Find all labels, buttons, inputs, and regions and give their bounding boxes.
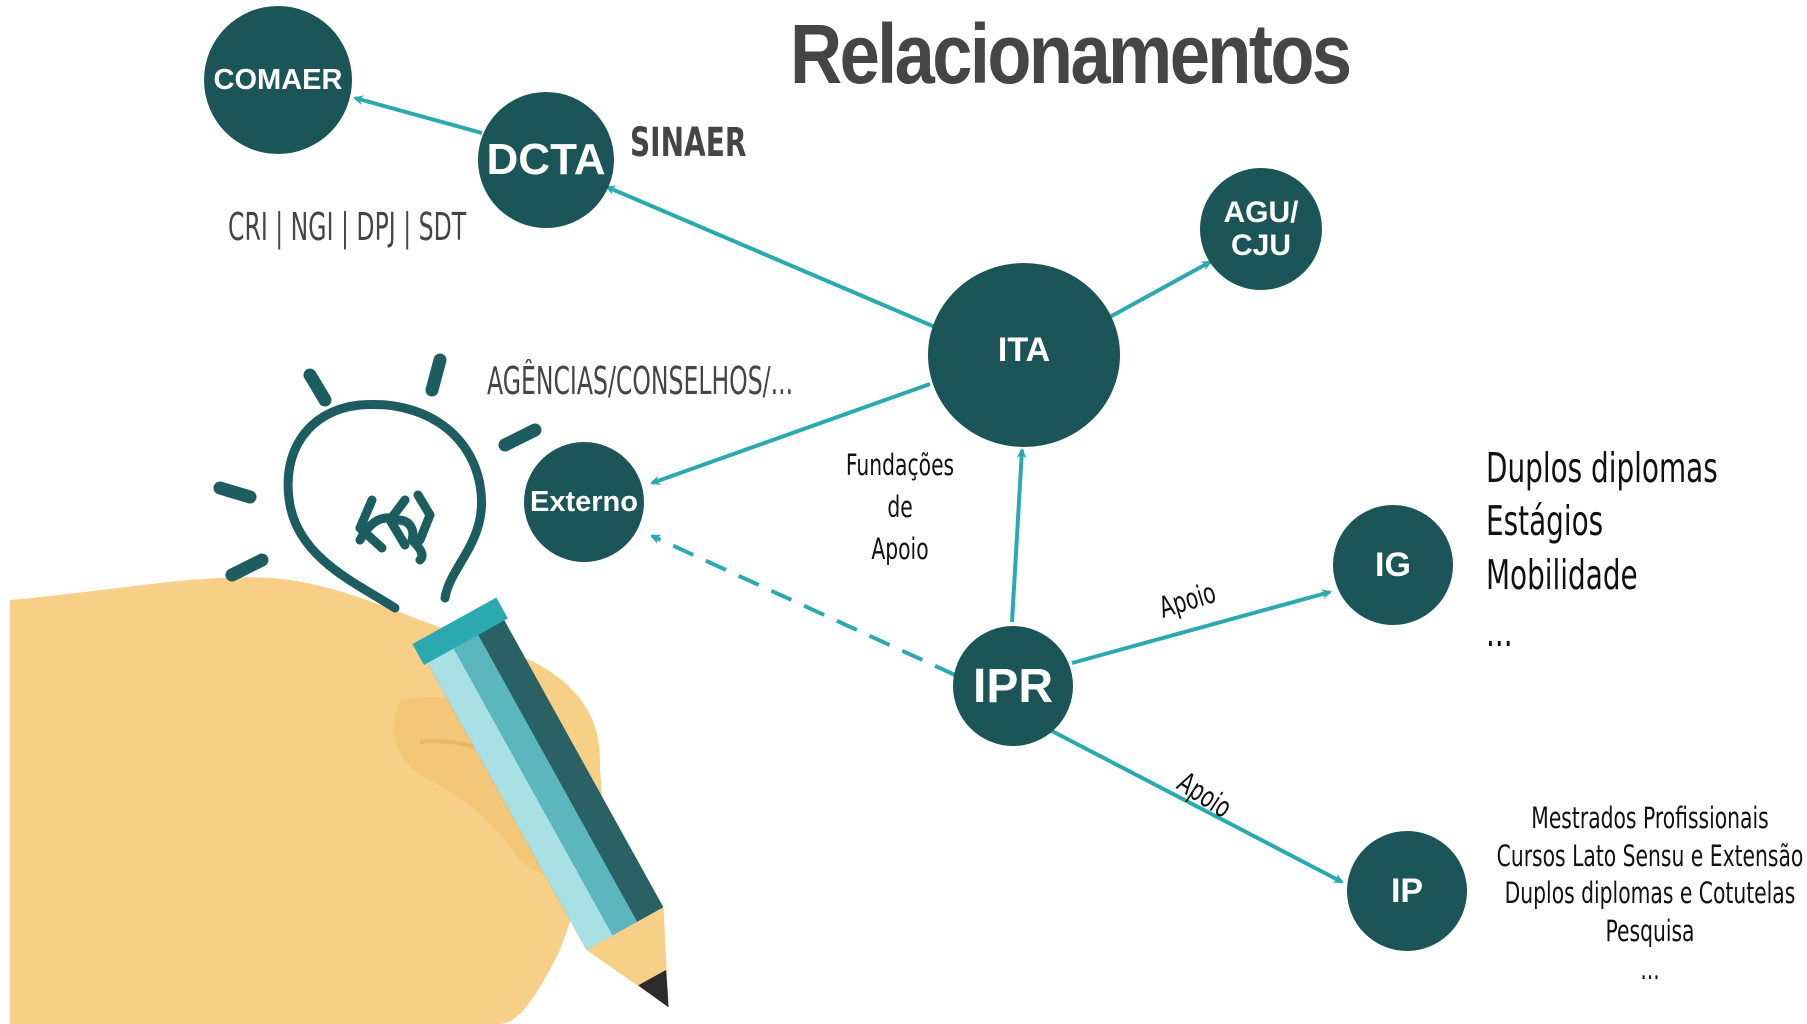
node-comaer-label: COMAER xyxy=(213,63,343,96)
light-bulb-icon xyxy=(283,399,487,613)
node-ig-label: IG xyxy=(1375,545,1411,584)
fundacoes-line1: Fundações xyxy=(845,448,955,482)
ig-list-item: Estágios xyxy=(1486,497,1604,546)
ip-list-item: Pesquisa xyxy=(1605,914,1695,949)
node-externo: Externo xyxy=(524,442,644,562)
arrow-ipr-ip xyxy=(1049,728,1344,884)
arrow-ita-agu xyxy=(1107,260,1212,320)
arrow-ita-dcta xyxy=(605,185,936,329)
node-comaer: COMAER xyxy=(204,6,352,154)
fundacoes-line2: de xyxy=(887,490,913,525)
fundacoes-line3: Apoio xyxy=(871,532,929,567)
node-ip-label: IP xyxy=(1390,871,1424,910)
node-externo-label: Externo xyxy=(530,485,638,518)
node-ita-label: ITA xyxy=(997,330,1051,369)
node-agu-cju: AGU/ CJU xyxy=(1200,168,1322,290)
arrow-ita-externo xyxy=(650,382,931,486)
node-ig: IG xyxy=(1333,505,1453,625)
agencias-label: AGÊNCIAS/CONSELHOS/... xyxy=(487,359,794,403)
ig-list-item: Duplos diplomas xyxy=(1486,444,1718,492)
pencil-icon xyxy=(412,597,669,1008)
ip-list-item: Mestrados Profissionais xyxy=(1531,801,1769,835)
node-dcta: DCTA xyxy=(478,92,614,228)
arrow-ipr-ig xyxy=(1071,589,1332,665)
ip-list-item: Cursos Lato Sensu e Extensão xyxy=(1496,838,1804,873)
node-ipr-label: IPR xyxy=(972,659,1053,713)
connectors xyxy=(353,95,1344,884)
dcta-units-label: CRI | NGI | DPJ | SDT xyxy=(228,205,467,249)
sinaer-label: SINAER xyxy=(630,120,747,166)
node-agu-label-line2: CJU xyxy=(1230,229,1291,262)
node-ip: IP xyxy=(1347,831,1467,951)
node-ipr: IPR xyxy=(953,626,1073,746)
ig-list-item: Mobilidade xyxy=(1486,550,1638,599)
node-ita: ITA xyxy=(928,263,1120,447)
fundacoes-label: Fundações de Apoio xyxy=(820,444,980,570)
ip-activities-list: Mestrados Profissionais Cursos Lato Sens… xyxy=(1454,800,1807,988)
ig-list-item: ... xyxy=(1486,607,1513,656)
ip-list-item: Duplos diplomas e Cotutelas xyxy=(1504,876,1796,911)
node-agu-label-line1: AGU/ xyxy=(1223,196,1299,229)
page-title: Relacionamentos xyxy=(790,7,1352,101)
arrow-dcta-comaer xyxy=(353,95,483,135)
node-dcta-label: DCTA xyxy=(486,135,606,184)
ig-activities-list: Duplos diplomas Estágios Mobilidade ... xyxy=(1486,442,1718,659)
arrow-ipr-externo xyxy=(650,534,956,677)
arrow-ipr-ita xyxy=(1010,448,1027,623)
ip-list-item: ... xyxy=(1640,951,1660,986)
light-rays xyxy=(213,353,542,582)
